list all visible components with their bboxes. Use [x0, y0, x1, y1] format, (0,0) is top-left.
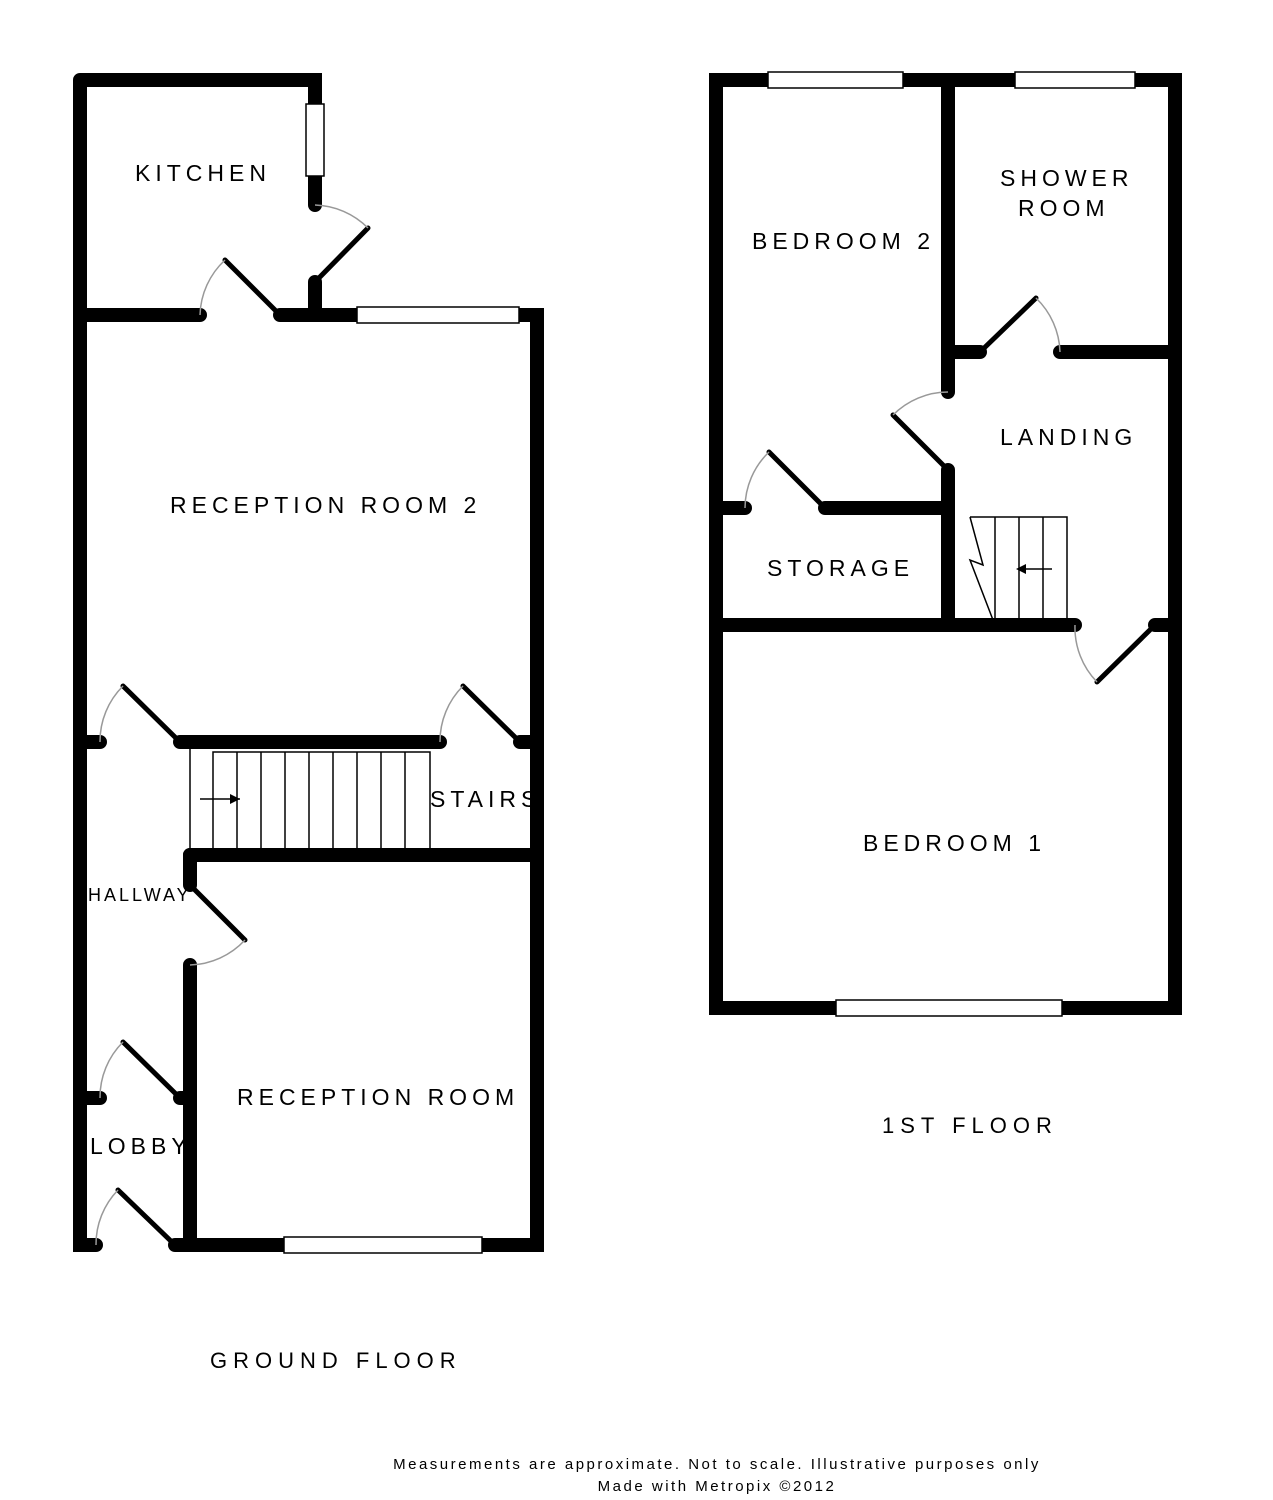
reception-room-1-label: RECEPTION ROOM 1	[237, 1084, 548, 1110]
kitchen-back-door-swing	[314, 204, 369, 229]
storage-door[interactable]	[766, 449, 828, 511]
storage-door-swing	[744, 451, 770, 509]
ground-floor-title: GROUND FLOOR	[210, 1348, 462, 1373]
bedroom-1-door[interactable]	[1094, 622, 1158, 685]
reception-2-hall-door[interactable]	[120, 683, 183, 745]
front-door-swing	[95, 1189, 119, 1246]
lobby-inner-door-swing	[99, 1041, 124, 1099]
kitchen-window	[305, 103, 325, 177]
kitchen-back-door[interactable]	[312, 225, 371, 285]
hallway-label: HALLWAY	[88, 885, 192, 905]
bedroom-2-door[interactable]	[890, 412, 951, 473]
storage-label: STORAGE	[767, 555, 914, 581]
shower-room-door-swing	[1035, 297, 1061, 353]
bedroom-2-window	[767, 71, 904, 89]
stairs-label: STAIRS	[430, 786, 541, 812]
understairs-door[interactable]	[460, 683, 523, 745]
front-door[interactable]	[115, 1187, 178, 1248]
reception-2-hall-door-swing	[99, 685, 124, 743]
kitchen-internal-door-swing	[199, 259, 226, 316]
bedroom-2-door-swing	[892, 391, 949, 416]
bedroom-1-window	[835, 999, 1063, 1017]
landing-label: LANDING	[1000, 424, 1137, 450]
shower-room-label-line-1: SHOWER	[1000, 165, 1134, 191]
ground-stairs-treads	[189, 742, 431, 855]
disclaimer-text: Measurements are approximate. Not to sca…	[393, 1456, 1041, 1473]
reception-2-window	[356, 306, 520, 324]
lobby-label: LOBBY	[90, 1133, 192, 1159]
bedroom-2-label: BEDROOM 2	[752, 228, 935, 254]
shower-room-door[interactable]	[977, 295, 1039, 355]
bedroom-1-label: BEDROOM 1	[863, 830, 1046, 856]
shower-room-label-line-2: ROOM	[1018, 195, 1110, 221]
reception-room-2-label: RECEPTION ROOM 2	[170, 492, 481, 518]
reception-1-door[interactable]	[187, 882, 248, 943]
ground-floor-plan: KITCHEN RECEPTION ROOM 2 STAIRS HALLWAY …	[73, 73, 548, 1373]
bedroom-1-door-swing	[1074, 624, 1098, 683]
reception-1-window	[283, 1236, 483, 1254]
shower-room-window	[1014, 71, 1136, 89]
first-floor-plan: BEDROOM 2 SHOWER ROOM LANDING STORAGE BE…	[709, 71, 1182, 1138]
credit-text: Made with Metropix ©2012	[598, 1478, 837, 1495]
first-stairs-treads	[968, 516, 1068, 621]
kitchen-internal-door[interactable]	[222, 257, 283, 318]
kitchen-label: KITCHEN	[135, 160, 271, 186]
first-floor-title: 1ST FLOOR	[882, 1113, 1058, 1138]
ground-outer-wall	[73, 73, 544, 1252]
reception-1-door-swing	[189, 939, 246, 966]
understairs-door-swing	[439, 685, 464, 743]
lobby-inner-door[interactable]	[120, 1039, 183, 1101]
